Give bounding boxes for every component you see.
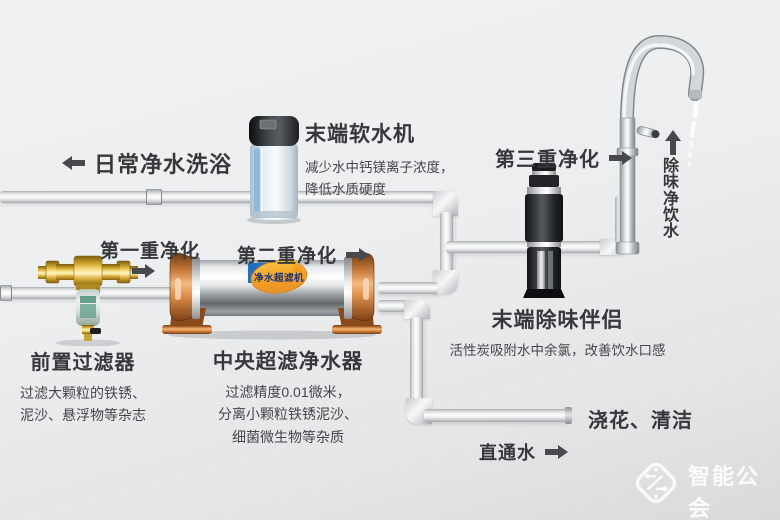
ultrafilter-brand-label: 净水超滤机 — [253, 273, 304, 284]
pipe-elbow — [404, 300, 430, 319]
prefilter-device — [38, 255, 138, 346]
watermark: 智能公会 www.zngh.com — [633, 459, 780, 520]
label-daily-use: 日常净水洗浴 — [62, 147, 232, 179]
ultrafilter-title: 中央超滤净水器 — [212, 350, 364, 373]
daily-use-text: 日常净水洗浴 — [94, 152, 233, 177]
carbon-desc: 活性炭吸附水中余氯，改善饮水口感 — [449, 343, 666, 358]
ultrafilter-device — [162, 252, 382, 340]
arrow-right-icon — [346, 247, 370, 262]
label-stage1: 第一重净化 — [100, 241, 201, 262]
pipe-open-end — [565, 407, 572, 424]
label-garden-clean: 浇花、清洁 — [588, 410, 693, 432]
arrow-right-icon — [609, 150, 632, 165]
direct-water-text: 直通水 — [479, 443, 536, 463]
arrow-left-icon — [62, 156, 85, 170]
watermark-name: 智能公会 — [688, 464, 761, 520]
pipe-top-horizontal — [0, 191, 445, 203]
label-direct-water: 直通水 — [479, 439, 568, 465]
stage2-text: 第二重净化 — [237, 246, 338, 267]
ultrafilter-desc-3: 细菌微生物等杂质 — [232, 428, 344, 445]
water-softener-device — [247, 116, 301, 224]
ultrafilter-desc-2: 分离小颗粒铁锈泥沙、 — [218, 406, 358, 423]
arrow-right-icon — [545, 445, 568, 459]
drink-vertical-text: 除味净饮水 — [663, 158, 680, 241]
watermark-logo-icon — [635, 462, 677, 504]
pipe-ultrafilter-out-upper — [378, 282, 438, 294]
prefilter-desc-2: 泥沙、悬浮物等杂志 — [20, 407, 146, 424]
pipe-direct-drop — [410, 317, 423, 407]
softener-title: 末端软水机 — [305, 123, 415, 146]
pipe-coupling — [146, 189, 162, 205]
label-stage2: 第二重净化 — [237, 241, 370, 268]
pipe-ultrafilter-out-lower — [378, 300, 411, 312]
drink-annotation: 除味净饮水 — [663, 130, 681, 241]
prefilter-desc-1: 过滤大颗粒的铁锈、 — [20, 385, 146, 401]
stage3-text: 第三重净化 — [495, 149, 600, 171]
carbon-filter-device — [523, 163, 565, 298]
arrow-right-icon — [132, 264, 155, 278]
prefilter-title: 前置过滤器 — [30, 352, 136, 374]
carbon-title: 末端除味伴侣 — [491, 309, 624, 332]
softener-desc-1: 减少水中钙镁离子浓度， — [305, 160, 454, 175]
label-stage3: 第三重净化 — [495, 143, 632, 172]
softener-desc-2: 降低水质硬度 — [305, 181, 386, 197]
pipe-direct-outlet — [424, 409, 570, 422]
pipe-elbow — [433, 191, 458, 216]
ultrafilter-desc-1: 过滤精度0.01微米， — [225, 384, 351, 400]
prefilter-info: 前置过滤器 过滤大颗粒的铁锈、 泥沙、悬浮物等杂志 — [8, 346, 158, 427]
carbon-filter-info: 末端除味伴侣 活性炭吸附水中余氯，改善饮水口感 — [440, 304, 675, 362]
ultrafilter-info: 中央超滤净水器 过滤精度0.01微米， 分离小颗粒铁锈泥沙、 细菌微生物等杂质 — [203, 344, 373, 448]
pipe-coupling — [0, 285, 12, 301]
softener-info: 末端软水机 减少水中钙镁离子浓度， 降低水质硬度 — [305, 118, 454, 200]
arrow-up-icon — [664, 130, 681, 155]
